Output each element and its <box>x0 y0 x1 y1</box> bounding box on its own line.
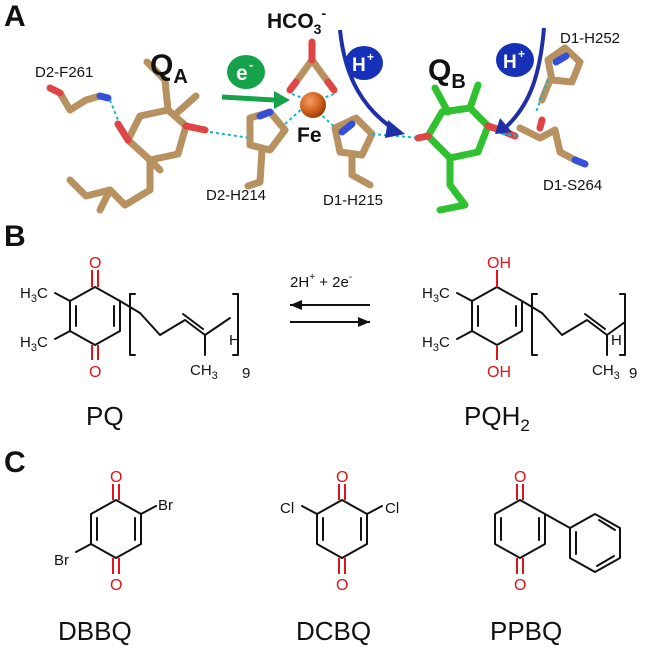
fe-atom <box>300 92 326 118</box>
proton-badge-right: H + <box>496 43 534 77</box>
pqh2-structure: OH OH H3C H3C CH3 H 9 <box>422 255 637 382</box>
ppbq-structure: O O <box>494 469 621 594</box>
pq-oxygen-bottom: O <box>89 364 101 381</box>
panel-c-letter: C <box>4 446 26 479</box>
pqh2-chain-methyl: CH3 <box>592 362 620 382</box>
pq-name: PQ <box>86 401 124 431</box>
panel-a: A <box>4 0 620 214</box>
d1-h215-residue <box>317 111 421 189</box>
pqh2-repeat: 9 <box>629 365 637 382</box>
electron-label: e <box>236 62 248 85</box>
label-d1-h215: D1-H215 <box>323 192 383 209</box>
electron-transfer-arrow <box>221 91 290 109</box>
qa-label: QA <box>150 49 188 88</box>
pqh2-chain-h: H <box>611 332 622 349</box>
label-d1-h252: D1-H252 <box>560 30 620 47</box>
proton-arrow-right <box>495 27 546 134</box>
fe-label: Fe <box>297 124 322 147</box>
pqh2-name: PQH2 <box>464 401 530 435</box>
electron-charge: - <box>249 57 253 72</box>
hco3-label: HCO3- <box>267 5 326 37</box>
proton-badge-left: H + <box>345 46 383 80</box>
pq-oxygen-top: O <box>89 255 101 272</box>
proton-label-left: H <box>352 55 366 76</box>
pq-methyl-bottom: H3C <box>20 334 48 354</box>
dbbq-oxygen-top: O <box>110 469 122 486</box>
dbbq-br-bottom: Br <box>54 552 69 569</box>
proton-label-right: H <box>503 52 517 73</box>
panel-c: C O O Br Br O O Cl Cl <box>4 446 621 646</box>
dbbq-name: DBBQ <box>58 616 132 646</box>
pq-chain-methyl: CH3 <box>190 362 218 382</box>
pq-repeat: 9 <box>242 365 250 382</box>
panel-b: B O O H3C H3C CH3 H 9 <box>4 220 637 435</box>
proton-arrow-left <box>338 29 405 138</box>
panel-b-letter: B <box>4 220 26 253</box>
qb-molecule <box>414 81 504 214</box>
dcbq-oxygen-bottom: O <box>336 577 348 594</box>
label-d2-h214: D2-H214 <box>206 187 266 204</box>
dcbq-oxygen-top: O <box>336 469 348 486</box>
pq-structure: O O H3C H3C CH3 H 9 <box>20 255 250 382</box>
label-d2-f261: D2-F261 <box>35 64 93 81</box>
dbbq-structure: O O Br Br <box>54 469 173 594</box>
d1-h252-residue <box>535 44 584 113</box>
label-d1-s264: D1-S264 <box>543 177 602 194</box>
d2-f261-residue <box>46 84 119 121</box>
d2-h214-residue <box>209 105 306 190</box>
proton-charge-left: + <box>367 50 374 64</box>
pqh2-hydroxyl-bottom: OH <box>487 364 511 381</box>
pqh2-methyl-top: H3C <box>422 285 450 305</box>
ppbq-oxygen-bottom: O <box>514 577 526 594</box>
qa-molecule <box>66 58 209 214</box>
panel-a-letter: A <box>4 0 26 33</box>
pq-chain-h: H <box>229 332 240 349</box>
d1-s264-residue <box>496 116 589 168</box>
bicarbonate <box>286 38 338 101</box>
dbbq-oxygen-bottom: O <box>110 577 122 594</box>
reaction-label: 2H+ + 2e- <box>290 272 352 291</box>
qb-label: QB <box>428 54 466 93</box>
redox-arrows: 2H+ + 2e- <box>290 272 370 327</box>
dbbq-br-top: Br <box>158 497 173 514</box>
pq-methyl-top: H3C <box>20 285 48 305</box>
pqh2-hydroxyl-top: OH <box>487 255 511 272</box>
ppbq-oxygen-top: O <box>514 469 526 486</box>
ppbq-name: PPBQ <box>490 616 562 646</box>
proton-charge-right: + <box>518 47 525 61</box>
pqh2-methyl-bottom: H3C <box>422 334 450 354</box>
dcbq-cl-right: Cl <box>385 500 399 517</box>
dcbq-name: DCBQ <box>296 616 371 646</box>
dcbq-structure: O O Cl Cl <box>280 469 399 594</box>
electron-badge: e - <box>227 55 265 89</box>
dcbq-cl-left: Cl <box>280 500 294 517</box>
